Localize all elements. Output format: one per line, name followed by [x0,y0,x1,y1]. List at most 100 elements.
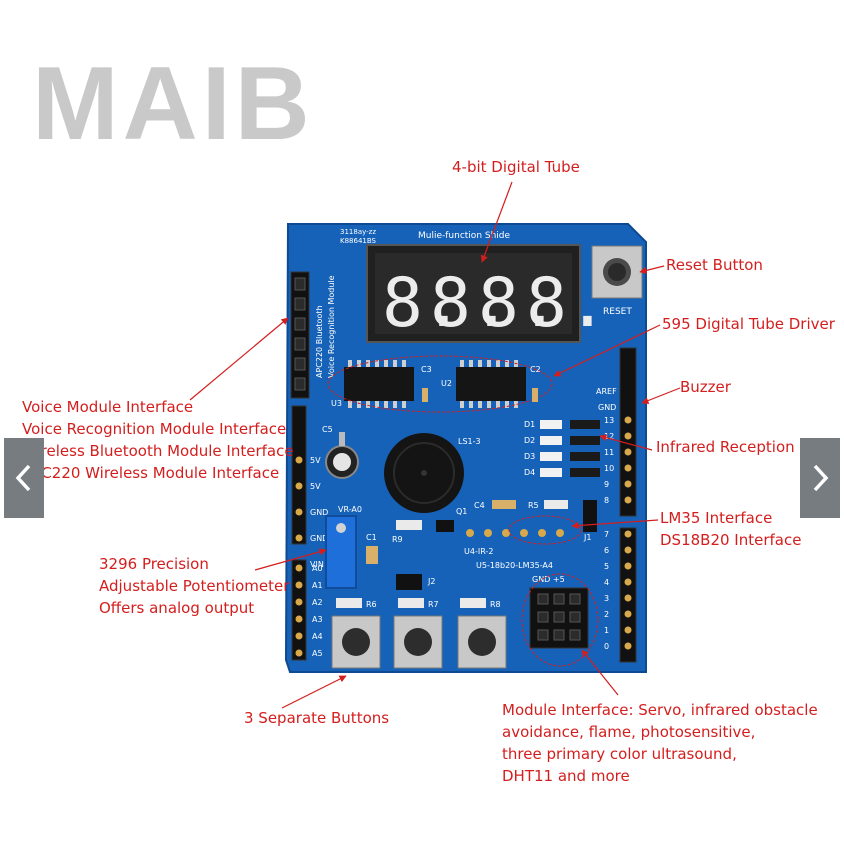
analog-pin-A0 [295,564,303,572]
right-pin-label-13: 13 [604,416,614,425]
label-r9: R9 [392,535,403,544]
prev-image-button[interactable] [4,438,44,518]
label-r6: R6 [366,600,377,609]
right-pin-9 [624,480,632,488]
label-q1: Q1 [456,507,467,516]
pcb-title: Mulie-function Shide [418,231,511,241]
right-pin-8 [624,496,632,504]
pointer-infrared [599,434,653,451]
right-pin-6 [624,546,632,554]
pot-line-2: Adjustable Potentiometer [99,577,290,595]
sensor-socket [466,529,564,537]
analog-pin-A2 [295,598,303,606]
right-pin-label-11: 11 [604,448,614,457]
right-pin-label-10: 10 [604,464,614,473]
led-label-1: D1 [524,420,535,429]
label-aref: AREF [596,387,617,396]
left-pin-1 [295,456,303,464]
label-digital-tube: 4-bit Digital Tube [452,158,580,176]
analog-pin-label-A1: A1 [312,581,323,590]
pcb-code-2: K88641BS [340,237,377,245]
right-pin-10 [624,464,632,472]
pcb-code-1: 3118ay-zz [340,228,376,236]
lm35-line-1: LM35 Interface [660,509,773,527]
left-pin-4 [295,534,303,542]
analog-pin-A4 [295,632,303,640]
digit-1: 8. [382,264,464,343]
label-r5: R5 [528,501,539,510]
right-pin-3 [624,594,632,602]
analog-pin-label-A2: A2 [312,598,323,607]
led-label-3: D3 [524,452,535,461]
ic-u3 [344,367,414,401]
right-pin-5 [624,562,632,570]
pointer-lm35 [571,519,659,530]
right-pin-0 [624,642,632,650]
jumper-j1 [583,500,597,532]
led-label-2: D2 [524,436,535,445]
next-image-button[interactable] [800,438,840,518]
pot-line-3: Offers analog output [99,599,255,617]
pointer-digital-tube [480,181,513,263]
module-line-1: Module Interface: Servo, infrared obstac… [502,701,818,719]
pcb-vertical-2: Voice Recognition Module [327,275,336,378]
chevron-left-icon [15,464,31,492]
right-pin-7 [624,530,632,538]
right-pin-label-7: 7 [604,530,609,539]
right-pin-label-4: 4 [604,578,609,587]
label-u5: U5-18b20-LM35-A4 [476,561,553,570]
pointer-buzzer [641,387,681,404]
right-pin-2 [624,610,632,618]
label-potentiometer: 3296 Precision Adjustable Potentiometer … [99,553,289,619]
analog-pin-label-A3: A3 [312,615,323,624]
label-module-interface: Module Interface: Servo, infrared obstac… [502,699,818,787]
pointer-driver [553,324,661,377]
label-u4: U4-IR-2 [464,547,493,556]
right-pin-1 [624,626,632,634]
voice-line-3: Wireless Bluetooth Module Interface [22,442,294,460]
led-1 [540,420,562,429]
sensor-highlight [508,515,582,545]
pot-line-1: 3296 Precision [99,555,209,573]
led-resistor-3 [570,452,600,461]
led-3 [540,452,562,461]
right-pin-label-1: 1 [604,626,609,635]
right-pin-13 [624,416,632,424]
voice-line-2: Voice Recognition Module Interface [22,420,287,438]
push-button-s1 [331,615,381,669]
brand-watermark: MAIB [32,46,314,162]
pcb-vertical-1: APC220 Bluetooth [315,305,324,378]
left-pin-label-3: GND [310,508,328,517]
lm35-line-2: DS18B20 Interface [660,531,802,549]
analog-pin-label-A0: A0 [312,564,323,573]
label-gnd: GND [598,403,616,412]
led-label-4: D4 [524,468,535,477]
right-pin-label-12: 12 [604,432,614,441]
analog-pin-A1 [295,581,303,589]
label-r8: R8 [490,600,501,609]
analog-pin-header [291,559,307,661]
left-pin-label-1: 5V [310,456,321,465]
label-j1: J1 [583,533,591,542]
right-pin-label-3: 3 [604,594,609,603]
label-tube-driver: 595 Digital Tube Driver [662,315,835,333]
analog-pin-label-A4: A4 [312,632,323,641]
left-pin-header [291,405,307,545]
label-s2: S2-A2 [396,673,422,683]
led-resistor-2 [570,436,600,445]
right-pin-4 [624,578,632,586]
label-c4: C4 [474,501,485,510]
label-r7: R7 [428,600,439,609]
right-pin-label-2: 2 [604,610,609,619]
label-reset-button: Reset Button [666,256,763,274]
module-line-3: three primary color ultrasound, [502,745,737,763]
jumper-j2 [396,574,422,590]
right-pin-header [619,347,637,517]
left-pin-3 [295,508,303,516]
led-resistor-4 [570,468,600,477]
label-gnd5: GND +5 [532,575,565,584]
right-pin-label-5: 5 [604,562,609,571]
label-ls: LS1-3 [458,437,481,446]
right-pin-label-8: 8 [604,496,609,505]
analog-pin-A5 [295,649,303,657]
